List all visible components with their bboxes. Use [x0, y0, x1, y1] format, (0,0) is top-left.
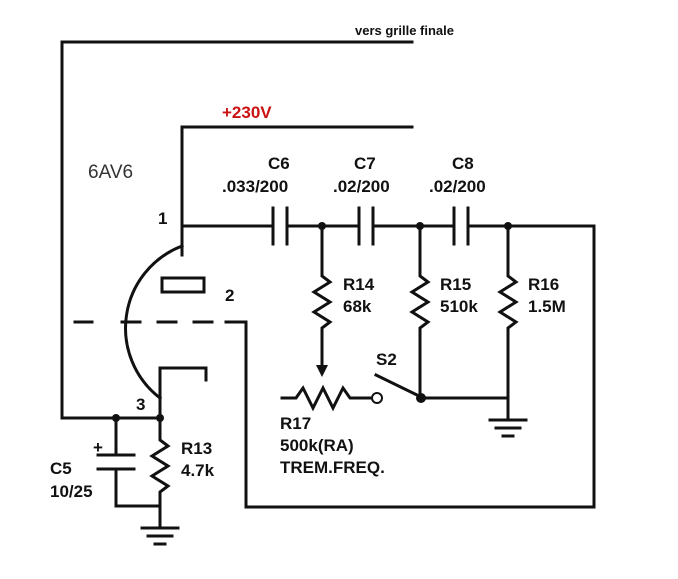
potentiometer-r17: [280, 384, 383, 412]
tube-cathode: [158, 366, 208, 400]
wire-cathode-network: [60, 396, 162, 528]
label-final-grid: vers grille finale: [355, 23, 454, 38]
label-r17: R17: [280, 414, 311, 433]
label-c6: C6: [268, 154, 290, 173]
value-r14: 68k: [343, 297, 372, 316]
resistor-r14: [311, 224, 333, 377]
label-c8: C8: [452, 154, 474, 173]
label-tube-type: 6AV6: [88, 162, 133, 183]
capacitor-c5: [96, 453, 136, 471]
label-c5: C5: [50, 459, 72, 478]
note-r17: TREM.FREQ.: [280, 458, 385, 477]
value-c8: .02/200: [429, 177, 486, 196]
junction-dots: [112, 222, 512, 422]
value-r15: 510k: [440, 297, 478, 316]
value-r16: 1.5M: [528, 297, 566, 316]
resistor-r16: [497, 224, 519, 400]
wire-ladder-return: [419, 396, 510, 420]
label-pin-3: 3: [136, 395, 145, 414]
label-c7: C7: [354, 154, 376, 173]
polarity-c5: +: [93, 438, 103, 457]
capacitor-c6: [271, 206, 289, 246]
resistor-r13: [149, 416, 171, 508]
value-r17: 500k(RA): [280, 436, 354, 455]
capacitor-c7: [357, 206, 375, 246]
switch-s2: [373, 372, 422, 399]
label-r13: R13: [181, 439, 212, 458]
value-c6: .033/200: [222, 177, 288, 196]
ground-symbol-left: [140, 526, 180, 546]
tube-plate: [160, 276, 206, 294]
value-c7: .02/200: [333, 177, 390, 196]
wire-phase-shift-bus: [180, 224, 596, 509]
value-c5: 10/25: [50, 482, 93, 501]
value-r13: 4.7k: [181, 461, 215, 480]
wire-plate-supply: [180, 125, 414, 257]
resistor-r15: [409, 224, 431, 400]
tube-envelope: [124, 244, 184, 401]
label-r14: R14: [343, 275, 375, 294]
wire-to-final-grid: [60, 40, 414, 420]
label-pin-2: 2: [225, 286, 234, 305]
label-r15: R15: [440, 275, 471, 294]
label-s2: S2: [376, 350, 397, 369]
label-supply-voltage: +230V: [222, 103, 272, 122]
label-r16: R16: [528, 275, 559, 294]
ground-symbol-right: [488, 418, 528, 438]
label-pin-1: 1: [158, 209, 167, 228]
capacitor-c8: [452, 206, 470, 246]
